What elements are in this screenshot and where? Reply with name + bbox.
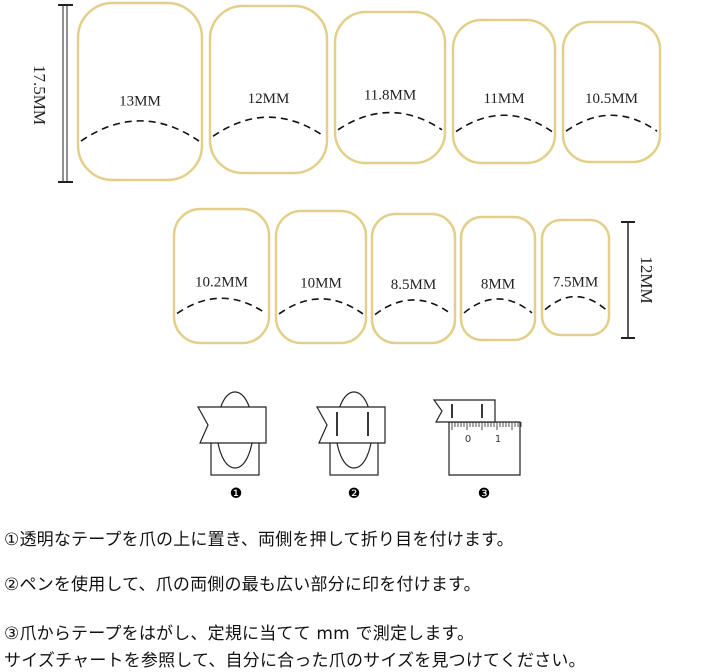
nail-shape: 11MM	[451, 18, 557, 165]
nail-width-line	[463, 298, 533, 314]
step-3-marker: ❸	[478, 486, 491, 502]
step-2-illustration	[315, 391, 386, 476]
nail-shape: 8MM	[459, 215, 537, 342]
nail-outline	[76, 1, 204, 182]
nail-size-label: 8.5MM	[391, 277, 436, 293]
step-1-illustration	[196, 391, 267, 476]
nail-size-label: 11MM	[483, 91, 524, 107]
nail-outline	[540, 218, 611, 337]
nail-shape: 11.8MM	[333, 10, 447, 165]
nail-outline	[274, 209, 368, 345]
instruction-step-3: ③爪からテープをはがし、定規に当てて mm で測定します。	[4, 624, 475, 644]
nail-size-label: 8MM	[481, 276, 515, 292]
nail-width-line	[212, 116, 325, 137]
instruction-size-chart: サイズチャートを参照して、自分に合った爪のサイズを見つけてください。	[4, 651, 586, 671]
length-label-17-5mm: 17.5MM	[30, 65, 49, 125]
nail-width-line	[544, 295, 607, 311]
nail-shape: 7.5MM	[540, 218, 611, 337]
nail-size-label: 10.5MM	[585, 91, 638, 107]
length-ruler-17-5mm	[58, 4, 73, 183]
nail-size-label: 13MM	[119, 94, 161, 110]
step-2-marker: ❷	[348, 486, 361, 502]
nail-shape: 10.2MM	[172, 207, 271, 345]
nail-width-line	[80, 120, 200, 142]
nail-shape: 13MM	[76, 1, 204, 182]
nail-size-label: 11.8MM	[364, 88, 416, 104]
length-label-12mm: 12MM	[637, 256, 656, 303]
ruler-tick-0: 0	[465, 434, 471, 445]
instruction-step-2: ②ペンを使用して、爪の両側の最も広い部分に印を付けます。	[4, 575, 481, 595]
nail-width-line	[176, 297, 267, 315]
nail-shape: 10.5MM	[561, 20, 662, 164]
instruction-step-1: ①透明なテープを爪の上に置き、両側を押して折り目を付けます。	[4, 530, 514, 550]
nail-shape: 10MM	[274, 209, 368, 345]
nail-outline	[459, 215, 537, 342]
nail-outline	[561, 20, 662, 164]
nail-size-diagram: 13MM 12MM 11.8MM 11MM 10.5MM 10.2MM 10MM 8.5MM 8…	[30, 1, 662, 502]
ruler-tick-1: 1	[495, 434, 501, 445]
step-1-marker: ❶	[230, 486, 243, 502]
nail-width-line	[565, 114, 658, 132]
nail-outline	[172, 207, 271, 345]
nail-outline	[208, 4, 329, 175]
nail-size-label: 12MM	[248, 91, 290, 107]
nail-outline	[451, 18, 557, 165]
nail-shape: 8.5MM	[370, 212, 457, 345]
nail-width-line	[278, 298, 364, 315]
nail-shape: 12MM	[208, 4, 329, 175]
nail-width-line	[455, 114, 553, 133]
nail-size-label: 10.2MM	[195, 275, 248, 291]
step-3-illustration	[432, 399, 522, 476]
nail-width-line	[374, 299, 453, 316]
nail-size-label: 7.5MM	[553, 275, 598, 291]
nail-outline	[370, 212, 457, 345]
nail-size-label: 10MM	[300, 276, 342, 292]
nail-width-line	[337, 111, 443, 131]
length-ruler-12mm	[621, 221, 635, 339]
nail-outline	[333, 10, 447, 165]
